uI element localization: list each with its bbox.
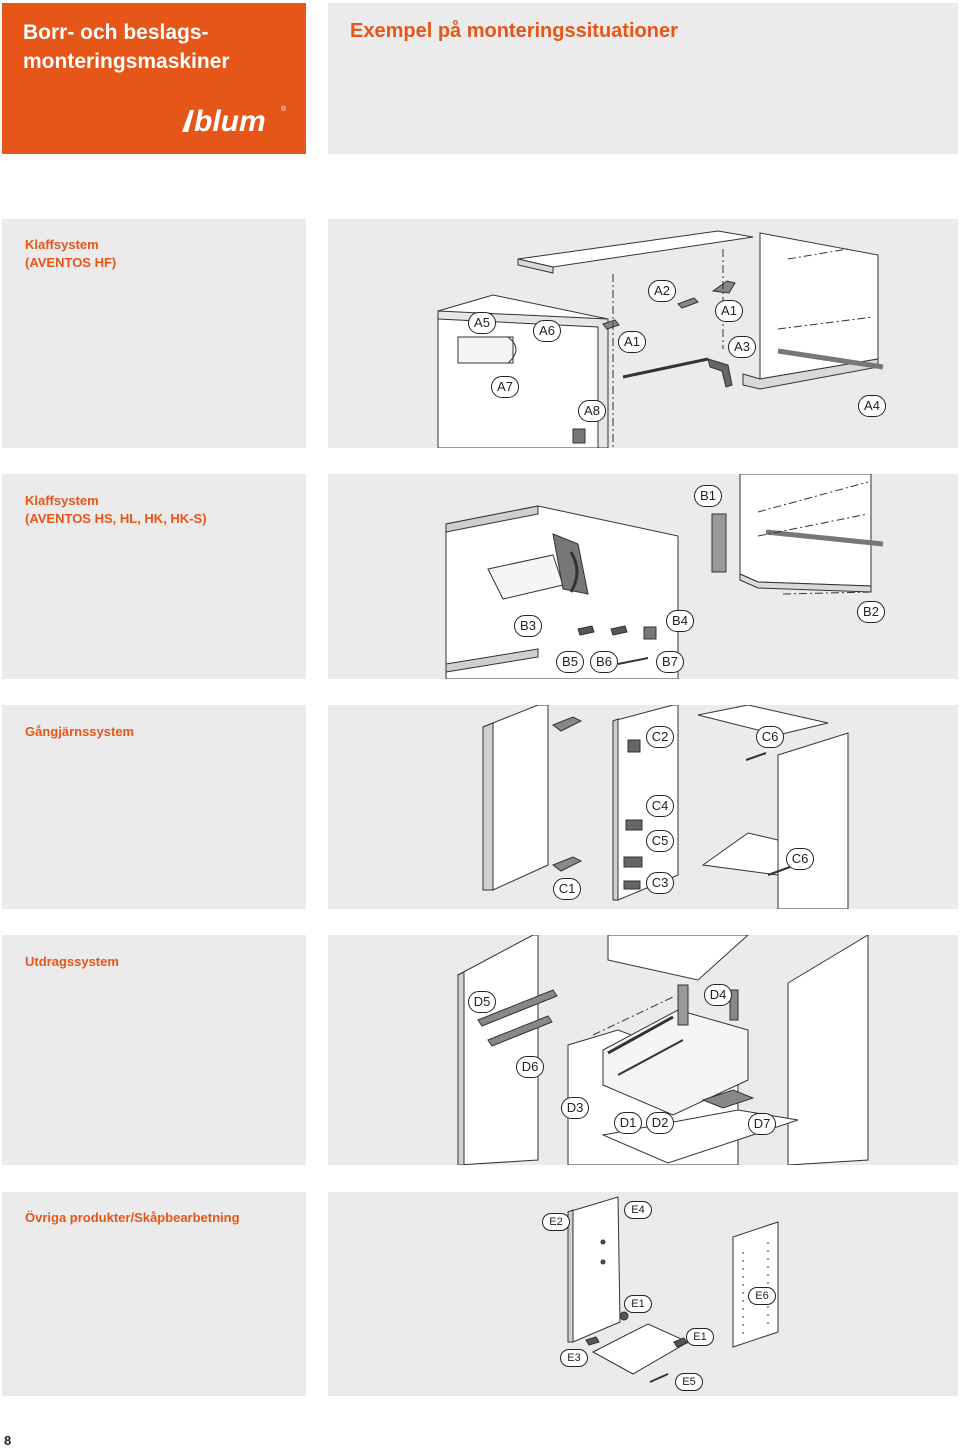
aventos-hf-drawing xyxy=(437,230,884,448)
label-a2: A2 xyxy=(648,280,676,302)
label-d7: D7 xyxy=(748,1113,776,1135)
label-b2: B2 xyxy=(857,601,885,623)
label-a3: A3 xyxy=(728,336,756,358)
label-e1: E1 xyxy=(624,1295,652,1313)
label-d6: D6 xyxy=(516,1056,544,1078)
label-b1: B1 xyxy=(694,485,722,507)
blum-logo: blum ® xyxy=(182,105,287,138)
label-a6: A6 xyxy=(533,320,561,342)
page-heading: Exempel på monteringssituationer xyxy=(350,20,678,42)
section-drawer-title: Utdragssystem xyxy=(25,953,119,971)
section-aventos-hs-illustration: B1 B3 B4 B2 B5 B6 B7 xyxy=(328,474,958,679)
label-c1: C1 xyxy=(553,878,581,900)
section-other-panel: Övriga produkter/Skåpbearbetning xyxy=(2,1192,306,1396)
section-aventos-hf-illustration: A5 A6 A1 A2 A1 A3 A7 A8 A4 xyxy=(328,219,958,448)
label-d5: D5 xyxy=(468,991,496,1013)
section-hinge-title: Gångjärnssystem xyxy=(25,723,134,741)
section-aventos-hs-title-line1: Klaffsystem xyxy=(25,493,99,508)
section-aventos-hs-title-line2: (AVENTOS HS, HL, HK, HK-S) xyxy=(25,511,207,526)
other-drawing xyxy=(567,1196,779,1383)
section-aventos-hf-title-line2: (AVENTOS HF) xyxy=(25,255,117,270)
label-b5: B5 xyxy=(556,651,584,673)
section-drawer-title-line1: Utdragssystem xyxy=(25,954,119,969)
label-b6: B6 xyxy=(590,651,618,673)
heading-panel xyxy=(328,3,958,154)
label-a1: A1 xyxy=(715,300,743,322)
aventos-hs-drawing xyxy=(445,474,884,679)
section-other-illustration: E2 E4 E1 E6 E1 E3 E5 xyxy=(328,1192,958,1396)
logo-swoosh-icon xyxy=(182,110,194,132)
label-b7: B7 xyxy=(656,651,684,673)
label-c5: C5 xyxy=(646,830,674,852)
label-e3: E3 xyxy=(560,1349,588,1367)
logo-registered: ® xyxy=(281,105,287,113)
label-c3: C3 xyxy=(646,872,674,894)
section-drawer-illustration: D5 D4 D6 D3 D1 D2 D7 xyxy=(328,935,958,1165)
section-aventos-hf-title: Klaffsystem (AVENTOS HF) xyxy=(25,236,116,272)
section-other-title-line1: Övriga produkter/Skåpbearbetning xyxy=(25,1210,240,1225)
label-a8: A8 xyxy=(578,400,606,422)
brand-title: Borr- och beslags- monteringsmaskiner xyxy=(23,18,293,76)
section-drawer-panel: Utdragssystem xyxy=(2,935,306,1165)
section-aventos-hf-title-line1: Klaffsystem xyxy=(25,237,99,252)
label-e6: E6 xyxy=(748,1287,776,1305)
section-hinge-illustration: C2 C6 C4 C5 C6 C1 C3 xyxy=(328,705,958,909)
label-d1: D1 xyxy=(614,1112,642,1134)
page-number: 8 xyxy=(4,1433,12,1448)
label-a4: A4 xyxy=(858,395,886,417)
label-e1: E1 xyxy=(686,1328,714,1346)
label-b4: B4 xyxy=(666,610,694,632)
section-aventos-hf-panel: Klaffsystem (AVENTOS HF) xyxy=(2,219,306,448)
label-d3: D3 xyxy=(561,1097,589,1119)
hinge-drawing xyxy=(482,705,849,909)
section-aventos-hs-title: Klaffsystem (AVENTOS HS, HL, HK, HK-S) xyxy=(25,492,207,528)
brand-banner xyxy=(2,3,306,154)
label-c6: C6 xyxy=(756,726,784,748)
label-d2: D2 xyxy=(646,1112,674,1134)
label-c6: C6 xyxy=(786,848,814,870)
label-c4: C4 xyxy=(646,795,674,817)
label-b3: B3 xyxy=(514,615,542,637)
section-hinge-title-line1: Gångjärnssystem xyxy=(25,724,135,739)
logo-wordmark: blum xyxy=(194,105,266,138)
label-e5: E5 xyxy=(675,1373,703,1391)
label-a7: A7 xyxy=(491,376,519,398)
label-c2: C2 xyxy=(646,726,674,748)
label-a1: A1 xyxy=(618,331,646,353)
drawer-drawing xyxy=(457,935,869,1165)
brand-title-line2: monteringsmaskiner xyxy=(23,50,230,73)
section-aventos-hs-panel: Klaffsystem (AVENTOS HS, HL, HK, HK-S) xyxy=(2,474,306,679)
label-a5: A5 xyxy=(468,312,496,334)
label-d4: D4 xyxy=(704,984,732,1006)
label-e4: E4 xyxy=(624,1201,652,1219)
section-hinge-panel: Gångjärnssystem xyxy=(2,705,306,909)
brand-title-line1: Borr- och beslags- xyxy=(23,21,209,44)
section-other-title: Övriga produkter/Skåpbearbetning xyxy=(25,1209,240,1227)
label-e2: E2 xyxy=(542,1213,570,1231)
